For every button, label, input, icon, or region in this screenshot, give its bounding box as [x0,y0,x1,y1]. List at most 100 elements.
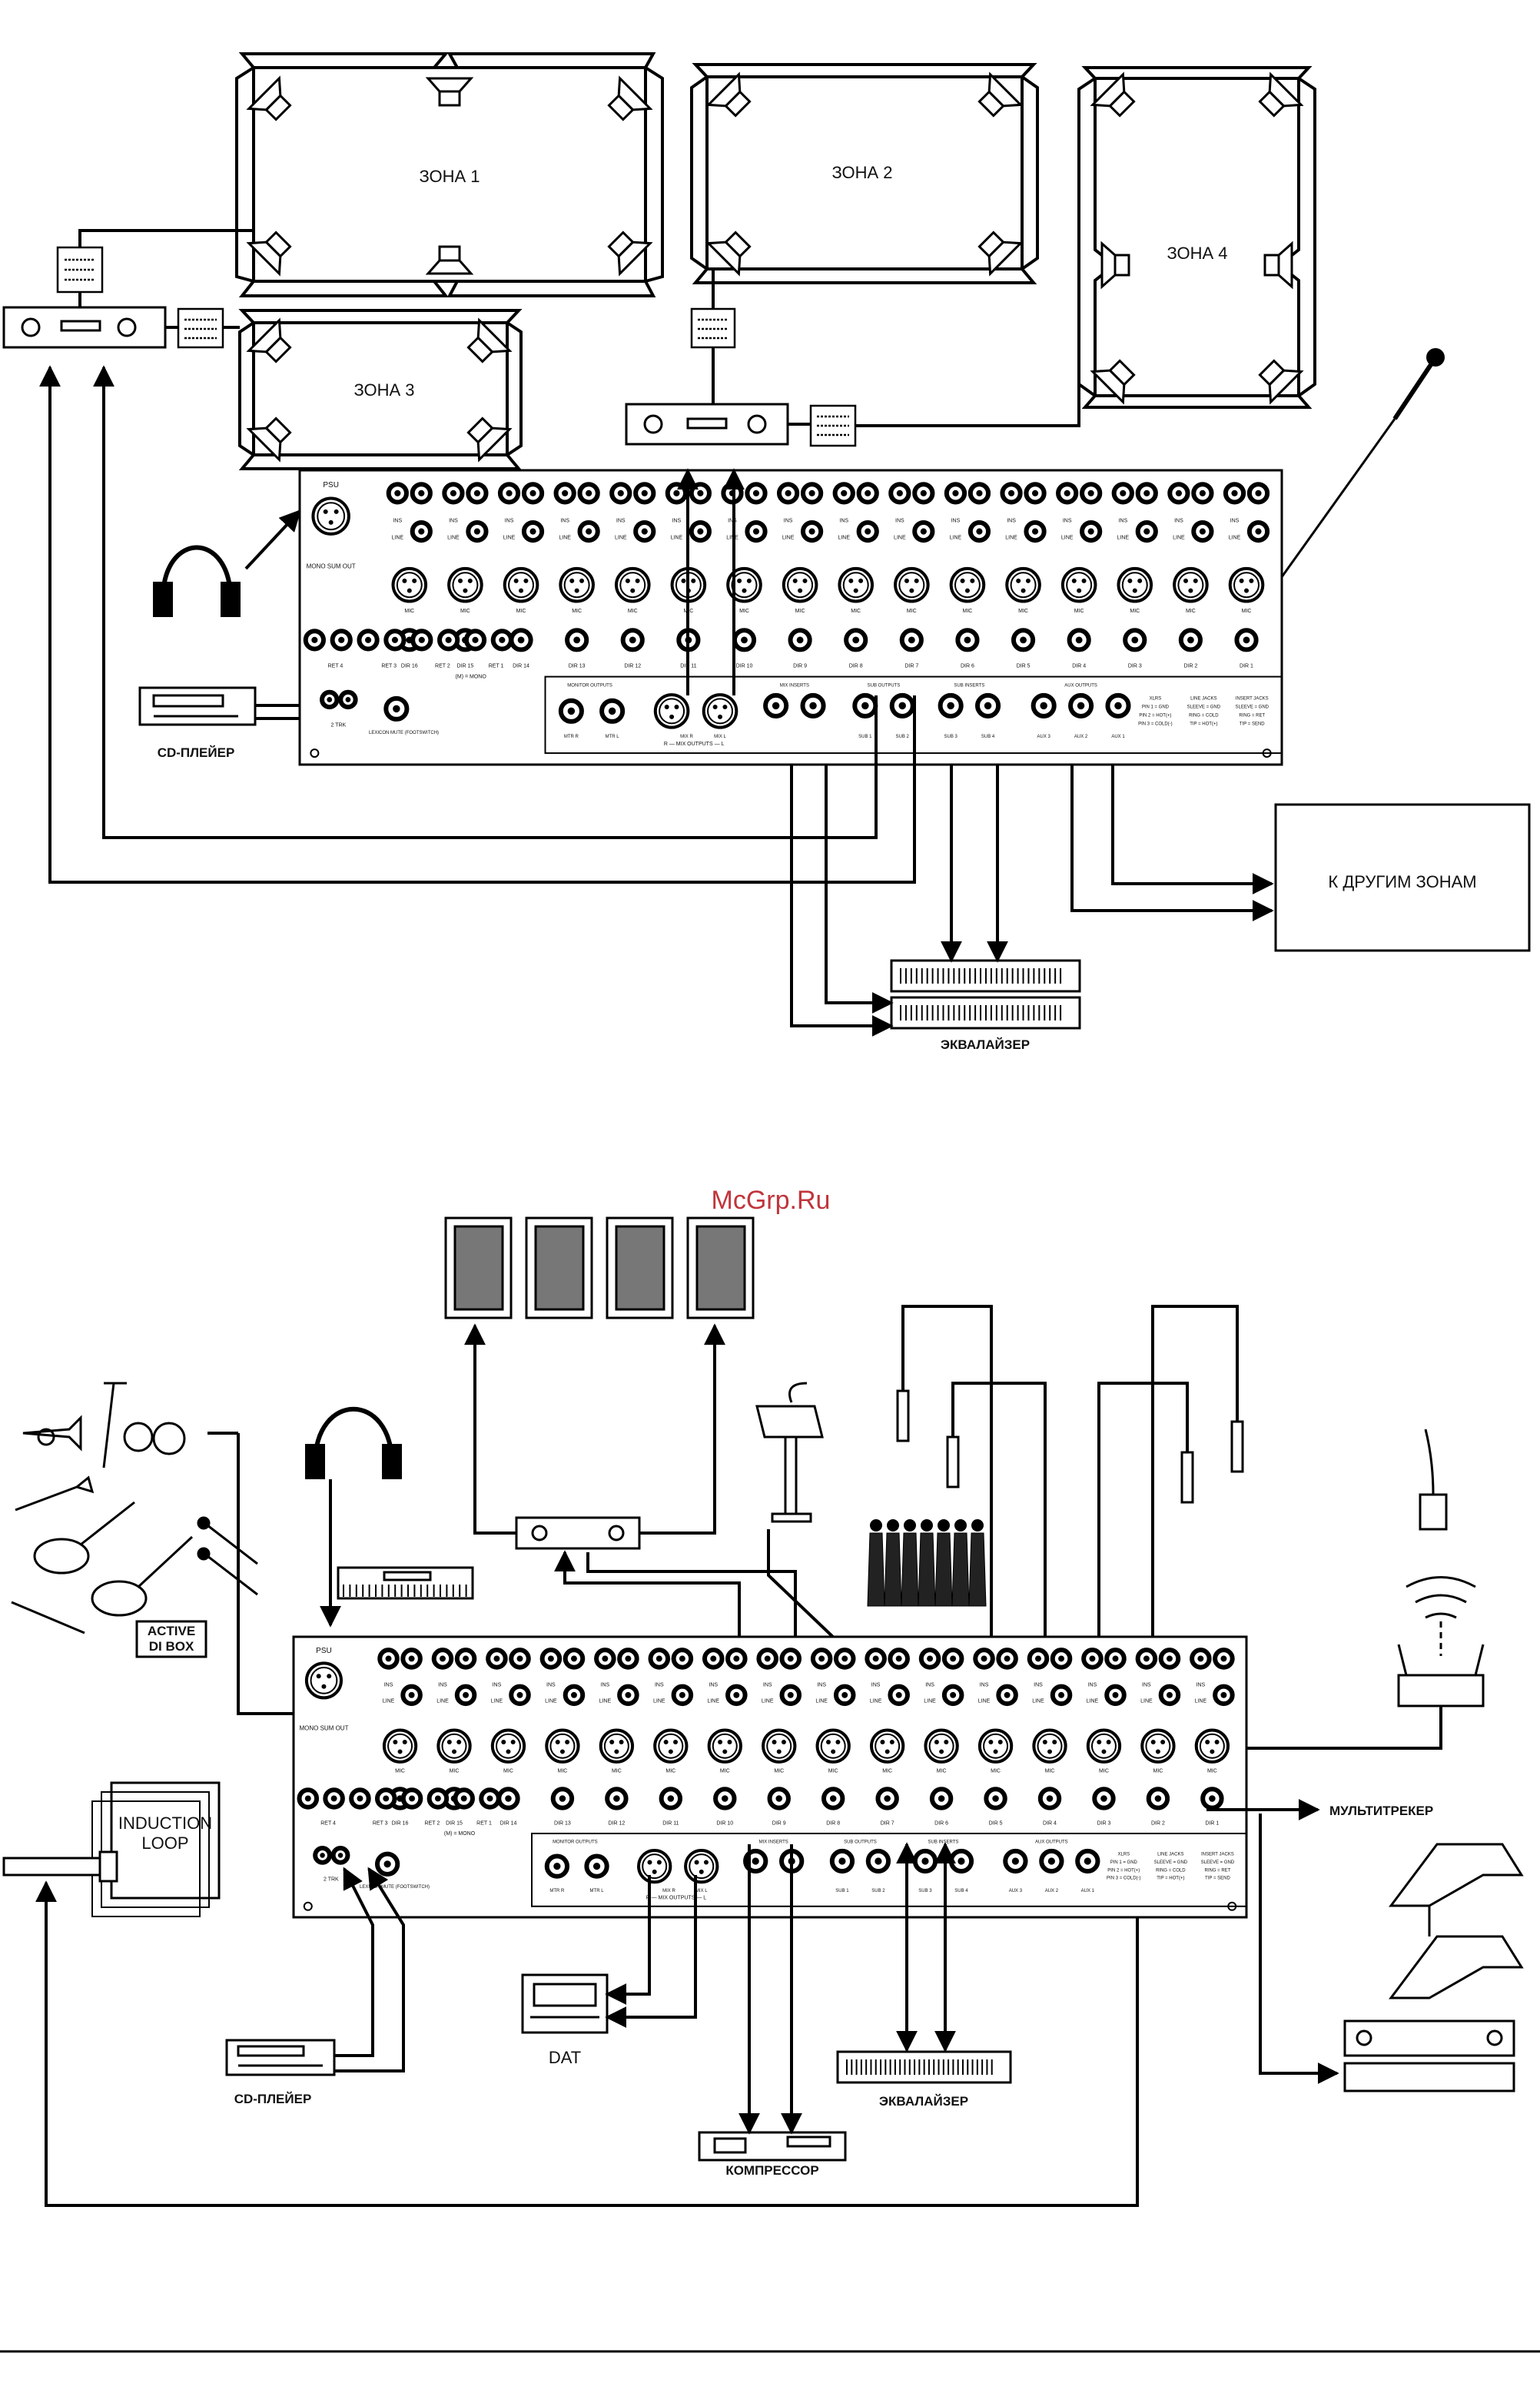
jack-label: AUX 3 [1009,1889,1023,1893]
return-label: RET 1 [489,664,504,669]
legend-label: TIP = SEND [1205,1877,1230,1881]
line-label: LINE [838,536,850,541]
xlr-pin [1150,1740,1156,1745]
jack-socket-center [908,636,915,644]
direct-out-label: DIR 14 [500,1821,517,1827]
line-label: LINE [782,536,795,541]
line-label: LINE [1032,1698,1044,1704]
legend-label: TIP = SEND [1240,722,1265,726]
jack-label: MIX L [714,735,726,739]
xlr-pin [1132,588,1137,593]
direct-out-label: DIR 5 [989,1821,1003,1827]
xlr-socket-ring [766,1733,792,1759]
jack-socket-center [493,1655,500,1662]
xlr-pin [737,578,742,583]
legend-label: RING = COLD [1156,1868,1186,1873]
two-track-label: 2 TRK [324,1877,339,1883]
mic-label: MIC [828,1768,838,1774]
jack-socket-center [383,1795,390,1802]
jack-socket-center [697,489,704,496]
ins-label: INS [871,1682,881,1687]
speaker-icon [246,317,292,363]
top-diagram: ЗОНА 1 ЗОНА 2 ЗОНА 3 ЗОНА 4 [2,52,1531,1052]
xlr-pin [802,578,808,583]
keyboard-icon [337,1566,474,1600]
xlr-pin [316,1674,321,1679]
jack-socket-center [1187,636,1194,644]
speaker-icon [246,231,292,277]
direct-out-label: DIR 8 [826,1821,840,1827]
direct-out-label: DIR 10 [716,1821,733,1827]
direct-out-label: DIR 9 [772,1821,786,1827]
jack-socket-center [1112,1655,1119,1662]
screw-icon [310,748,320,758]
xlr-socket-ring [983,1733,1009,1759]
zone-4-label: ЗОНА 4 [1167,244,1227,263]
line-label: LINE [707,1698,719,1704]
ins-label: INS [980,1682,989,1687]
jack-socket-center [673,489,680,496]
xlr-socket-ring [820,1733,846,1759]
xlr-pin [656,1860,662,1865]
jack-socket-center [440,1655,446,1662]
jack-socket-center [921,1857,929,1865]
top-cd-player-icon [138,686,257,726]
legend-label: SLEEVE = GND [1187,705,1221,709]
jack-socket-center [808,489,815,496]
mic-label: MIC [628,609,638,614]
legend-label: LINE JACKS [1157,1852,1183,1857]
xlr-pin [565,1740,570,1745]
xlr-pin [456,1740,462,1745]
choir-member-body [934,1532,953,1607]
xlr-socket-ring [441,1733,467,1759]
xlr-pin [727,1740,732,1745]
microphone-icon [197,1547,258,1596]
speaker-icon [1090,71,1136,118]
jack-socket-center [529,528,536,535]
keyboard-keys [343,1585,467,1597]
ins-label: INS [1142,1682,1151,1687]
jack-socket-center [385,1655,392,1662]
xlr-socket-ring [1121,572,1148,599]
jack-socket-center [304,1795,311,1802]
xlr-socket-ring [508,572,535,599]
legend-label: RING = COLD [1189,713,1219,718]
jack-socket-center [547,1655,554,1662]
speaker-icon [1258,359,1304,405]
jack-label: SUB 1 [858,735,872,739]
direct-out-label: DIR 2 [1151,1821,1165,1827]
xlr-pin [1193,578,1198,583]
ins-label: INS [449,519,458,524]
jack-label: MTR L [590,1889,605,1893]
mic-label: MIC [882,1768,892,1774]
xlr-pin [831,1749,836,1754]
jack-socket-center [473,528,480,535]
jack-socket-center [895,1655,902,1662]
jack-socket-center [1058,1691,1064,1698]
drum-kit-icon [102,1382,186,1468]
jack-socket-center [733,1655,740,1662]
jack-socket-center [383,1860,391,1868]
xlr-socket-ring [1177,572,1204,599]
jack-socket-center [950,1691,957,1698]
line-label: LINE [383,1698,395,1704]
choir-member-head [938,1519,950,1532]
line-label: LINE [447,536,460,541]
zone-1-label: ЗОНА 1 [419,167,480,186]
legend-label: PIN 1 = GND [1142,705,1170,709]
jack-socket-center [861,702,869,710]
choir-member-body [918,1532,936,1607]
dat-wiring [605,1875,697,2028]
jack-socket-center [772,702,780,710]
xlr-pin [674,705,679,710]
mic-label: MIC [1242,609,1252,614]
other-zones-label: К ДРУГИМ ЗОНАМ [1328,872,1476,891]
jack-socket-center [330,1795,337,1802]
line-label: LINE [1195,1698,1207,1704]
top-console-wiring [39,365,1274,1037]
jack-socket-center [1199,528,1206,535]
jack-socket-center [1143,528,1150,535]
mic-label: MIC [1018,609,1028,614]
xlr-socket-ring [707,698,733,725]
compressor-label: КОМПРЕССОР [725,2163,818,2178]
